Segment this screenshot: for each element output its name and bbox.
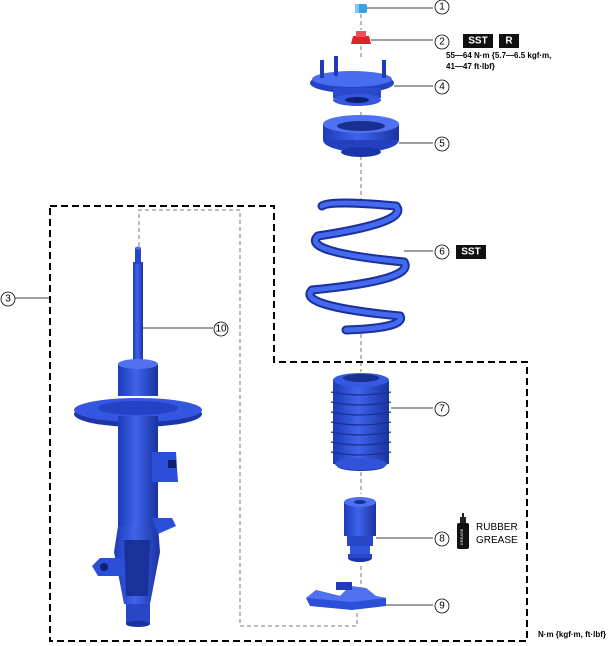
replace-badge: R	[499, 34, 519, 48]
svg-text:4: 4	[439, 82, 445, 93]
callout-8: 8	[434, 531, 450, 547]
torque-spec-line1: 55—64 N·m {5.7—6.5 kgf·m,	[446, 51, 551, 60]
svg-text:7: 7	[439, 404, 445, 415]
shock-absorber-part	[74, 246, 202, 627]
callout-6: 6	[434, 244, 450, 260]
lower-seat-part	[306, 582, 386, 610]
torque-spec-line2: 41—47 ft·lbf}	[446, 62, 495, 71]
callout-4: 4	[434, 79, 450, 95]
svg-text:GREASE: GREASE	[459, 528, 464, 545]
bound-stopper-part	[344, 497, 376, 562]
callout-7: 7	[434, 401, 450, 417]
spring-seat-part	[323, 115, 399, 157]
svg-text:9: 9	[439, 601, 445, 612]
assembly-guide-lines	[138, 14, 362, 627]
svg-text:2: 2	[439, 37, 445, 48]
grease-label-line2: GREASE	[476, 535, 518, 546]
callout-9: 9	[434, 598, 450, 614]
svg-text:3: 3	[5, 294, 11, 305]
svg-text:1: 1	[439, 2, 445, 13]
sst-badge-spring: SST	[456, 245, 486, 259]
dust-boot-part	[330, 373, 392, 471]
svg-text:8: 8	[439, 534, 445, 545]
units-note: N·m {kgf·m, ft·lbf}	[538, 630, 606, 639]
svg-text:SST: SST	[468, 36, 487, 47]
mounting-block-part	[310, 56, 394, 106]
callout-10: 10	[213, 321, 229, 337]
callout-5: 5	[434, 136, 450, 152]
sst-badge-top: SST	[463, 34, 493, 48]
callout-2: 2	[434, 34, 450, 50]
strut-assembly-boundary	[49, 205, 528, 642]
coil-spring-part	[305, 198, 410, 335]
grease-label-line1: RUBBER	[476, 522, 518, 533]
svg-text:10: 10	[215, 324, 227, 335]
svg-text:R: R	[505, 36, 513, 47]
svg-text:5: 5	[439, 139, 445, 150]
lock-nut-part	[351, 31, 371, 44]
grease-can-icon: GREASE	[457, 513, 469, 549]
callout-3: 3	[0, 291, 16, 307]
callout-1: 1	[434, 0, 450, 15]
svg-text:SST: SST	[461, 247, 480, 258]
leader-lines	[15, 7, 433, 606]
svg-text:6: 6	[439, 247, 445, 258]
cap-part	[355, 4, 367, 13]
